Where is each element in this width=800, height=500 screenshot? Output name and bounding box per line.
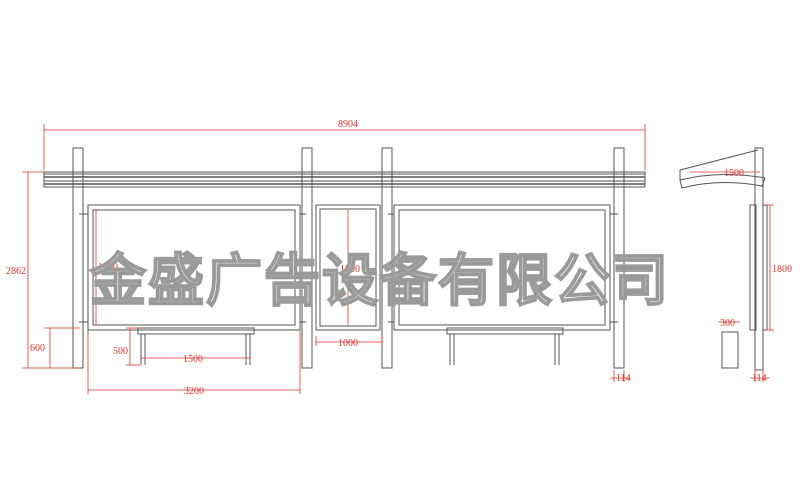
dim-post-size: 114	[616, 373, 631, 384]
side-roof	[679, 173, 766, 189]
dimension-lines	[22, 124, 774, 394]
post	[613, 147, 625, 369]
dim-panel-height-mid: 1800	[340, 264, 360, 275]
dimension-labels: 8904 2862 600 500 1500 1800 1800 1000 32…	[6, 119, 792, 397]
dim-overall-height: 2862	[6, 266, 26, 277]
roof	[43, 171, 646, 188]
dim-side-panel-height: 1800	[772, 264, 792, 275]
dim-bay-width: 3200	[184, 386, 204, 397]
bench-left	[137, 327, 255, 365]
dim-panel-height-left: 1800	[98, 262, 118, 273]
dim-bench-height: 600	[30, 343, 45, 354]
side-panel	[749, 204, 757, 331]
ad-panel-left	[79, 204, 306, 331]
dim-overall-length: 8904	[338, 119, 358, 130]
post	[381, 147, 393, 369]
front-elevation	[43, 147, 646, 369]
dim-mid-panel-width: 1000	[338, 338, 358, 349]
post	[301, 147, 313, 369]
ad-panel-right	[388, 204, 618, 331]
side-elevation	[679, 147, 768, 371]
bench-right	[446, 327, 564, 365]
dim-side-roof-depth: 1500	[724, 168, 744, 179]
dim-side-post-size: 114	[752, 373, 767, 384]
dim-bench-length: 1500	[183, 354, 203, 365]
ad-panel-middle	[315, 204, 381, 331]
dim-seat-height: 500	[113, 346, 128, 357]
side-bin	[721, 331, 739, 369]
dim-side-bin-width: 300	[720, 318, 735, 329]
